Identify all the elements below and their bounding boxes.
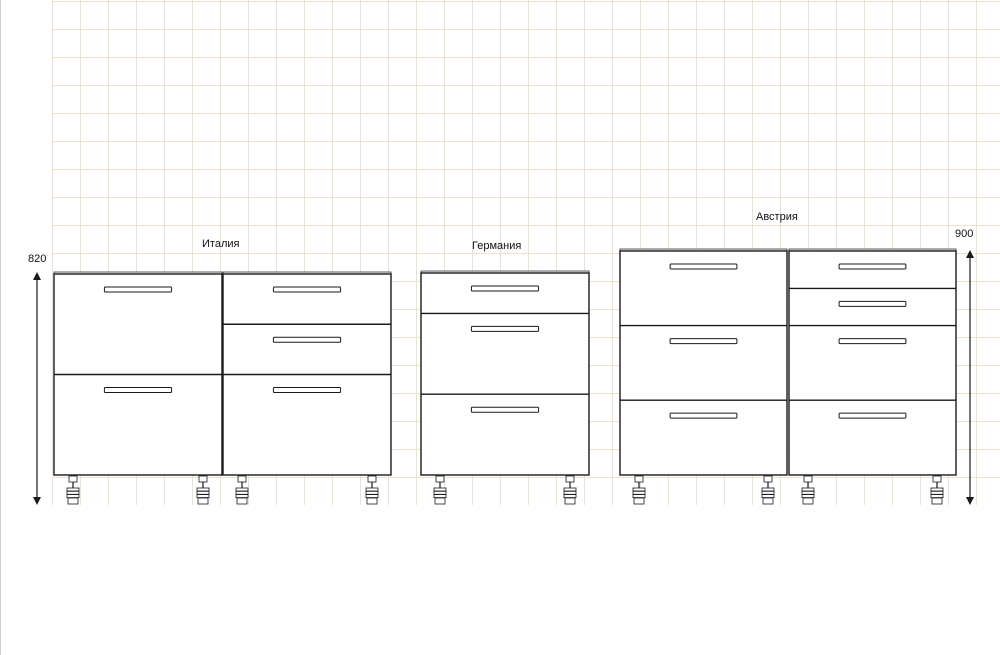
cabinet-leg-left-g2-c1 [801, 490, 815, 495]
drawer-handle-g2-c0-d1 [669, 338, 738, 345]
cabinet-leg-right-g0-c1 [366, 497, 378, 505]
cabinet-leg-right-g0-c1 [367, 475, 377, 483]
cabinet-leg-right-g1-c0 [565, 475, 575, 483]
cabinet-leg-left-g0-c0 [66, 494, 80, 499]
cabinet-leg-right-g2-c1 [931, 497, 943, 505]
drawer-handle-g0-c0-d1 [103, 387, 173, 393]
cabinet-leg-right-g2-c1 [930, 494, 944, 499]
cabinet-leg-right-g1-c0 [563, 494, 577, 499]
cabinet-leg-left-g2-c1 [801, 494, 815, 499]
cabinet-leg-right-g2-c1 [930, 490, 944, 495]
cabinet-leg-left-g2-c0 [634, 475, 644, 483]
drawer-handle-g0-c0-d0 [103, 286, 173, 293]
dimension-arrow-900-arrowhead-top [966, 250, 974, 258]
group-label-italy: Италия [202, 238, 240, 250]
cabinet-leg-right-g0-c1 [365, 490, 379, 495]
cabinet-leg-right-g0-c0 [196, 487, 210, 492]
page-left-rule [0, 0, 1, 655]
cabinet-leg-left-g0-c0 [66, 487, 80, 492]
cabinet-leg-left-g0-c1 [235, 490, 249, 495]
group-label-austria: Австрия [756, 211, 798, 223]
cabinet-leg-left-g2-c1 [803, 475, 813, 483]
drawer-handle-g0-c1-d2 [272, 387, 342, 393]
dimension-arrow-820-arrowhead-bottom [33, 497, 41, 505]
dimension-label-900: 900 [955, 228, 974, 240]
cabinet-leg-right-g0-c1 [365, 487, 379, 492]
cabinet-leg-left-g1-c0 [433, 487, 447, 492]
drawer-handle-g0-c1-d0 [272, 286, 342, 293]
cabinet-leg-left-g0-c0 [68, 475, 78, 483]
cabinet-leg-right-g2-c0 [761, 494, 775, 499]
dimension-label-820: 820 [28, 253, 47, 265]
cabinet-leg-right-g1-c0 [563, 490, 577, 495]
cabinet-body-g2-c1 [788, 250, 957, 476]
group-label-germany: Германия [472, 240, 522, 252]
cabinet-leg-left-g0-c0 [66, 490, 80, 495]
cabinet-leg-left-g0-c0 [67, 497, 79, 505]
cabinet-leg-right-g2-c0 [761, 490, 775, 495]
drawer-handle-g2-c0-d0 [669, 263, 738, 270]
cabinet-leg-right-g2-c0 [761, 487, 775, 492]
cabinet-leg-left-g2-c0 [632, 487, 646, 492]
cabinet-leg-right-g0-c0 [196, 490, 210, 495]
cabinet-leg-right-g1-c0 [564, 497, 576, 505]
drawer-handle-g2-c1-d2 [838, 338, 907, 345]
cabinet-leg-left-g1-c0 [435, 475, 445, 483]
cabinet-leg-left-g2-c1 [802, 497, 814, 505]
cabinet-leg-left-g1-c0 [433, 490, 447, 495]
drawer-handle-g1-c0-d0 [470, 285, 540, 292]
cabinet-leg-right-g2-c0 [763, 475, 773, 483]
drawer-handle-g2-c0-d2 [669, 412, 738, 419]
cabinet-leg-left-g2-c1 [801, 487, 815, 492]
cabinet-body-g2-c0 [619, 250, 788, 476]
cabinet-leg-left-g2-c0 [632, 490, 646, 495]
cabinet-leg-right-g2-c1 [930, 487, 944, 492]
cabinet-leg-left-g2-c0 [633, 497, 645, 505]
cabinet-leg-right-g1-c0 [563, 487, 577, 492]
cabinet-leg-right-g0-c0 [198, 475, 208, 483]
drawer-handle-g2-c1-d0 [838, 263, 907, 270]
cabinet-leg-left-g0-c1 [235, 494, 249, 499]
cabinet-leg-right-g2-c0 [762, 497, 774, 505]
cabinet-leg-right-g0-c0 [196, 494, 210, 499]
cabinet-leg-left-g1-c0 [433, 494, 447, 499]
drawer-handle-g2-c1-d1 [838, 300, 907, 307]
drawer-handle-g0-c1-d1 [272, 336, 342, 343]
cabinet-leg-right-g2-c1 [932, 475, 942, 483]
drawer-handle-g1-c0-d2 [470, 406, 540, 413]
cabinet-leg-right-g0-c1 [365, 494, 379, 499]
dimension-arrow-900-arrowhead-bottom [966, 497, 974, 505]
drawer-handle-g2-c1-d3 [838, 412, 907, 419]
cabinet-leg-right-g0-c0 [197, 497, 209, 505]
cabinet-leg-left-g0-c1 [237, 475, 247, 483]
drawer-handle-g1-c0-d1 [470, 325, 540, 332]
cabinet-leg-left-g1-c0 [434, 497, 446, 505]
cabinet-leg-left-g0-c1 [236, 497, 248, 505]
cabinet-leg-left-g2-c0 [632, 494, 646, 499]
cabinet-body-g1-c0 [420, 272, 590, 476]
dimension-arrow-820-arrowhead-top [33, 272, 41, 280]
cabinet-leg-left-g0-c1 [235, 487, 249, 492]
